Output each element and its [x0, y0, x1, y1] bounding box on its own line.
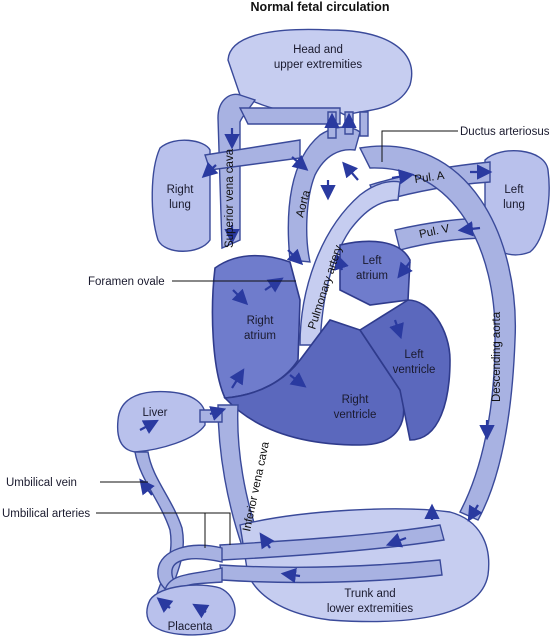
right-lung — [151, 139, 211, 252]
label-left-ventricle-1: Left — [404, 349, 424, 361]
label-right-ventricle-1: Right — [342, 394, 370, 406]
label-trunk-2: lower extremities — [327, 603, 414, 615]
head-region — [227, 28, 413, 116]
label-placenta: Placenta — [168, 621, 213, 633]
label-descending-aorta: Descending aorta — [491, 311, 503, 402]
label-head-1: Head and — [293, 44, 343, 56]
label-liver: Liver — [143, 407, 168, 419]
label-right-lung-1: Right — [167, 184, 195, 196]
label-superior-vena-cava: Superior vena cava — [224, 148, 236, 248]
arch-branch-3 — [359, 111, 369, 137]
umbilical-arteries-leader — [96, 512, 231, 545]
left-atrium — [339, 240, 411, 306]
upper-loop-vessel — [238, 107, 341, 125]
label-trunk-1: Trunk and — [344, 588, 395, 600]
label-left-atrium-1: Left — [362, 255, 382, 267]
label-left-ventricle-2: ventricle — [393, 364, 436, 376]
label-head-2: upper extremities — [274, 59, 362, 71]
superior-vena-cava — [217, 93, 257, 250]
label-foramen-ovale: Foramen ovale — [88, 276, 165, 288]
ductus-leader — [381, 130, 458, 162]
label-pul-a: Pul. A — [414, 170, 446, 186]
label-ductus-arteriosus: Ductus arteriosus — [460, 126, 550, 138]
label-left-atrium-2: atrium — [356, 270, 388, 282]
label-right-ventricle-2: ventricle — [334, 409, 377, 421]
diagram-title: Normal fetal circulation — [251, 0, 390, 14]
label-left-lung-2: lung — [503, 199, 525, 211]
label-right-lung-2: lung — [169, 199, 191, 211]
left-ventricle — [358, 299, 451, 441]
liver — [116, 390, 206, 453]
label-umbilical-vein: Umbilical vein — [6, 477, 77, 489]
right-ventricle — [223, 319, 405, 446]
label-right-atrium-1: Right — [247, 315, 275, 327]
label-left-lung-1: Left — [504, 184, 524, 196]
label-right-atrium-2: atrium — [244, 330, 276, 342]
flow-arrows — [139, 112, 495, 619]
label-umbilical-arteries: Umbilical arteries — [2, 508, 90, 520]
